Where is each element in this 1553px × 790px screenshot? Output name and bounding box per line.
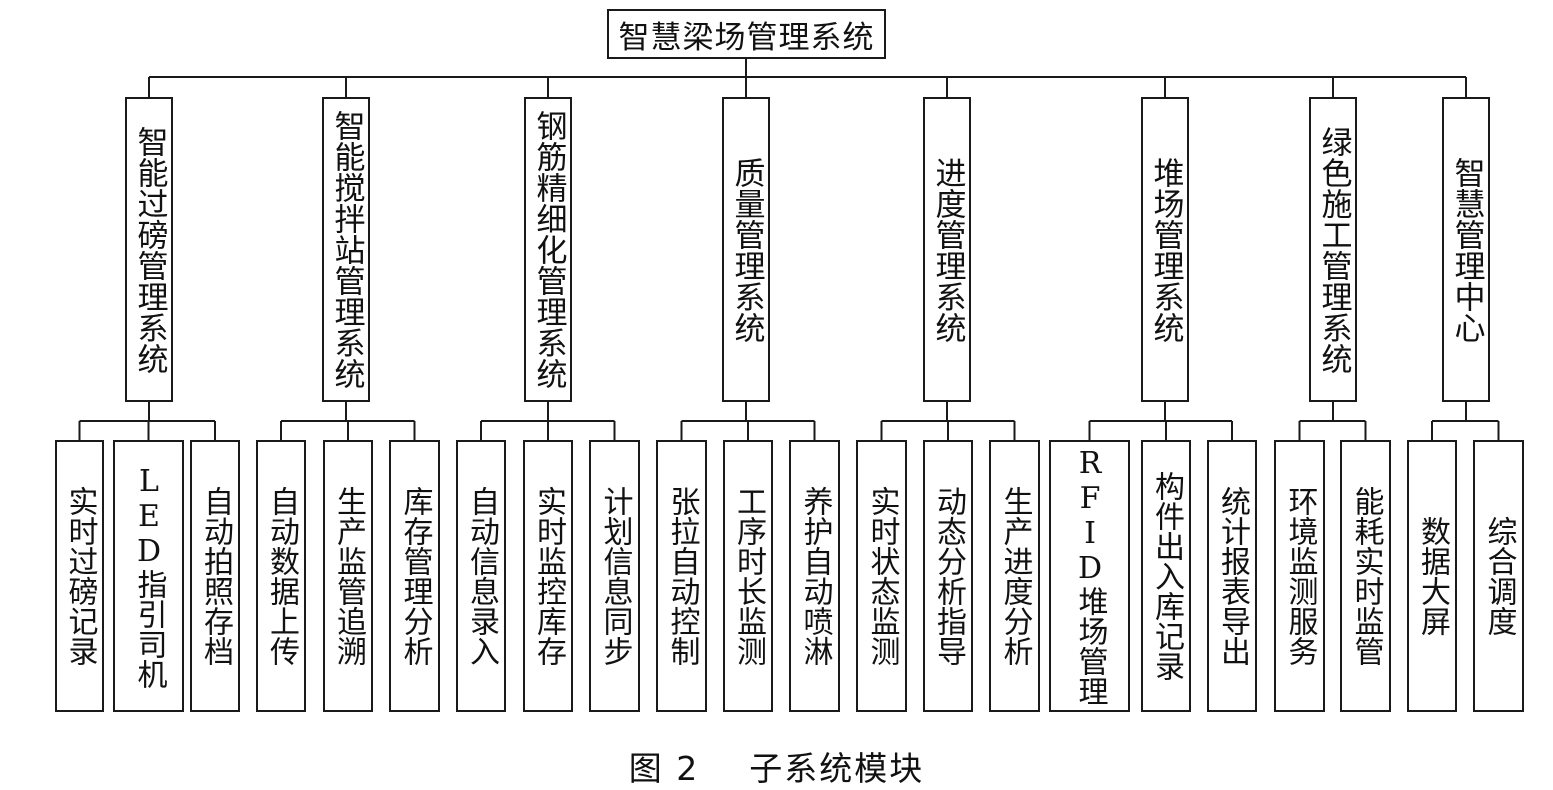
module-label: 自动数据上传 [264,486,299,666]
module-box: 实时过磅记录 [55,440,104,712]
module-label: 能耗实时监管 [1348,486,1384,666]
subsystem-label: 堆场管理系统 [1147,156,1184,343]
subsystem-box: 绿色施工管理系统 [1309,97,1357,402]
module-label: 综合调度 [1481,516,1517,636]
module-box: 数据大屏 [1407,440,1457,712]
module-box: 生产进度分析 [989,440,1040,712]
module-box: 综合调度 [1473,440,1524,712]
module-label: 动态分析指导 [931,486,966,666]
subsystem-box: 智能过磅管理系统 [125,97,173,402]
module-label: 生产监管追溯 [331,486,366,666]
module-label: 自动拍照存档 [198,486,233,666]
module-box: 构件出入库记录 [1141,440,1191,712]
subsystem-box: 堆场管理系统 [1141,97,1189,402]
module-label: 库存管理分析 [397,486,433,666]
module-box: 计划信息同步 [589,440,640,712]
subsystem-label: 进度管理系统 [929,156,966,343]
subsystem-label: 质量管理系统 [728,156,765,343]
module-label: 自动信息录入 [464,486,499,666]
subsystem-label: 智慧管理中心 [1448,156,1485,343]
root-node-label: 智慧梁场管理系统 [618,19,875,56]
module-box: 自动信息录入 [456,440,506,712]
module-box: 环境监测服务 [1274,440,1325,712]
module-label: 养护自动喷淋 [797,486,833,666]
module-box: 实时监控库存 [523,440,573,712]
module-box: 养护自动喷淋 [789,440,840,712]
subsystem-box: 钢筋精细化管理系统 [524,97,572,402]
subsystem-box: 质量管理系统 [722,97,770,402]
module-box: RFID堆场管理 [1049,440,1130,712]
module-label: 数据大屏 [1415,516,1450,636]
module-label: LED指引司机 [131,463,167,689]
module-box: 自动数据上传 [256,440,306,712]
subsystem-box: 进度管理系统 [923,97,971,402]
module-label: 张拉自动控制 [664,486,700,666]
module-label: 统计报表导出 [1215,486,1250,666]
module-label: 工序时长监测 [731,486,766,666]
module-box: 工序时长监测 [723,440,773,712]
subsystem-box: 智慧管理中心 [1442,97,1490,402]
figure-caption: 图 2 子系统模块 [0,742,1553,790]
subsystem-label: 绿色施工管理系统 [1315,125,1352,374]
module-box: 统计报表导出 [1207,440,1257,712]
module-box: 实时状态监测 [856,440,907,712]
module-box: 自动拍照存档 [190,440,240,712]
module-label: 构件出入库记录 [1149,471,1184,681]
subsystem-label: 智能搅拌站管理系统 [328,110,365,389]
root-node: 智慧梁场管理系统 [607,9,886,59]
module-label: RFID堆场管理 [1072,446,1108,706]
module-box: 能耗实时监管 [1340,440,1391,712]
module-box: 库存管理分析 [389,440,440,712]
subsystem-label: 钢筋精细化管理系统 [530,110,567,389]
module-label: 环境监测服务 [1282,486,1318,666]
module-box: 动态分析指导 [923,440,973,712]
figure-title: 子系统模块 [749,749,925,788]
subsystem-label: 智能过磅管理系统 [131,125,168,374]
module-label: 实时监控库存 [531,486,566,666]
module-label: 实时过磅记录 [62,486,98,666]
module-label: 实时状态监测 [864,486,900,666]
module-box: 生产监管追溯 [323,440,373,712]
module-label: 计划信息同步 [597,486,633,666]
module-box: 张拉自动控制 [656,440,707,712]
subsystem-box: 智能搅拌站管理系统 [322,97,370,402]
module-label: 生产进度分析 [997,486,1033,666]
module-box: LED指引司机 [113,440,184,712]
figure-number: 图 2 [628,749,700,788]
